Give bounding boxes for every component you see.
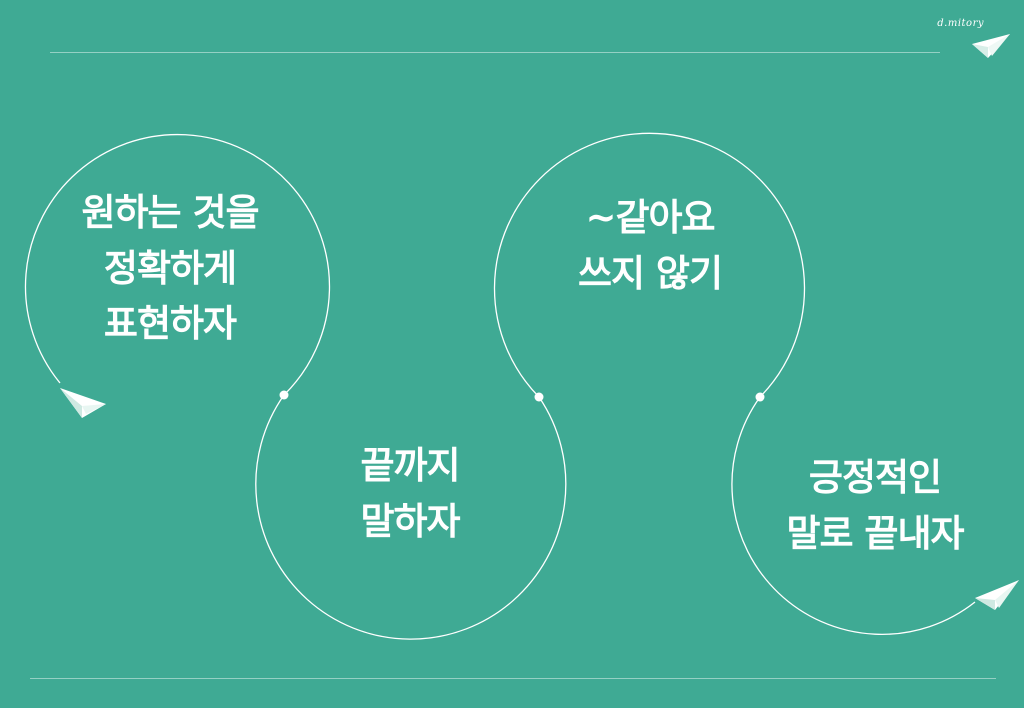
phrase-3-line-1: ~같아요 (585, 196, 715, 239)
connector-dot-1 (279, 390, 289, 400)
phrase-1-line-2: 정확하게 (103, 246, 237, 290)
phrase-1: 원하는 것을 정확하게 표현하자 (50, 185, 290, 352)
brand-text: d.mitory (937, 18, 984, 29)
phrase-1-line-3: 표현하자 (103, 302, 237, 345)
circle-1-outline (24, 133, 331, 396)
circle-3-outline (493, 132, 806, 398)
phrase-4: 긍정적인 말로 끝내자 (760, 450, 990, 561)
connector-dot-2 (534, 392, 544, 402)
brand-logo: d.mitory (920, 8, 1012, 58)
circle-4-outline (731, 396, 976, 636)
phrase-4-line-1: 긍정적인 (808, 456, 942, 499)
phrase-4-line-2: 말로 끝내자 (786, 511, 964, 555)
phrase-2: 끝까지 말하자 (300, 438, 520, 549)
paper-plane-icon (60, 388, 106, 418)
phrase-3: ~같아요 쓰지 않기 (540, 190, 760, 301)
phrase-1-line-1: 원하는 것을 (81, 191, 259, 234)
bottom-divider (30, 678, 996, 679)
phrase-2-line-1: 끝까지 (360, 444, 460, 487)
connector-dot-3 (755, 392, 765, 402)
paper-plane-icon (975, 580, 1019, 610)
top-divider (50, 52, 940, 53)
phrase-3-line-2: 쓰지 않기 (577, 251, 723, 295)
phrase-2-line-2: 말하자 (360, 499, 460, 543)
paper-plane-icon (972, 34, 1010, 58)
circle-2-outline (255, 394, 567, 640)
